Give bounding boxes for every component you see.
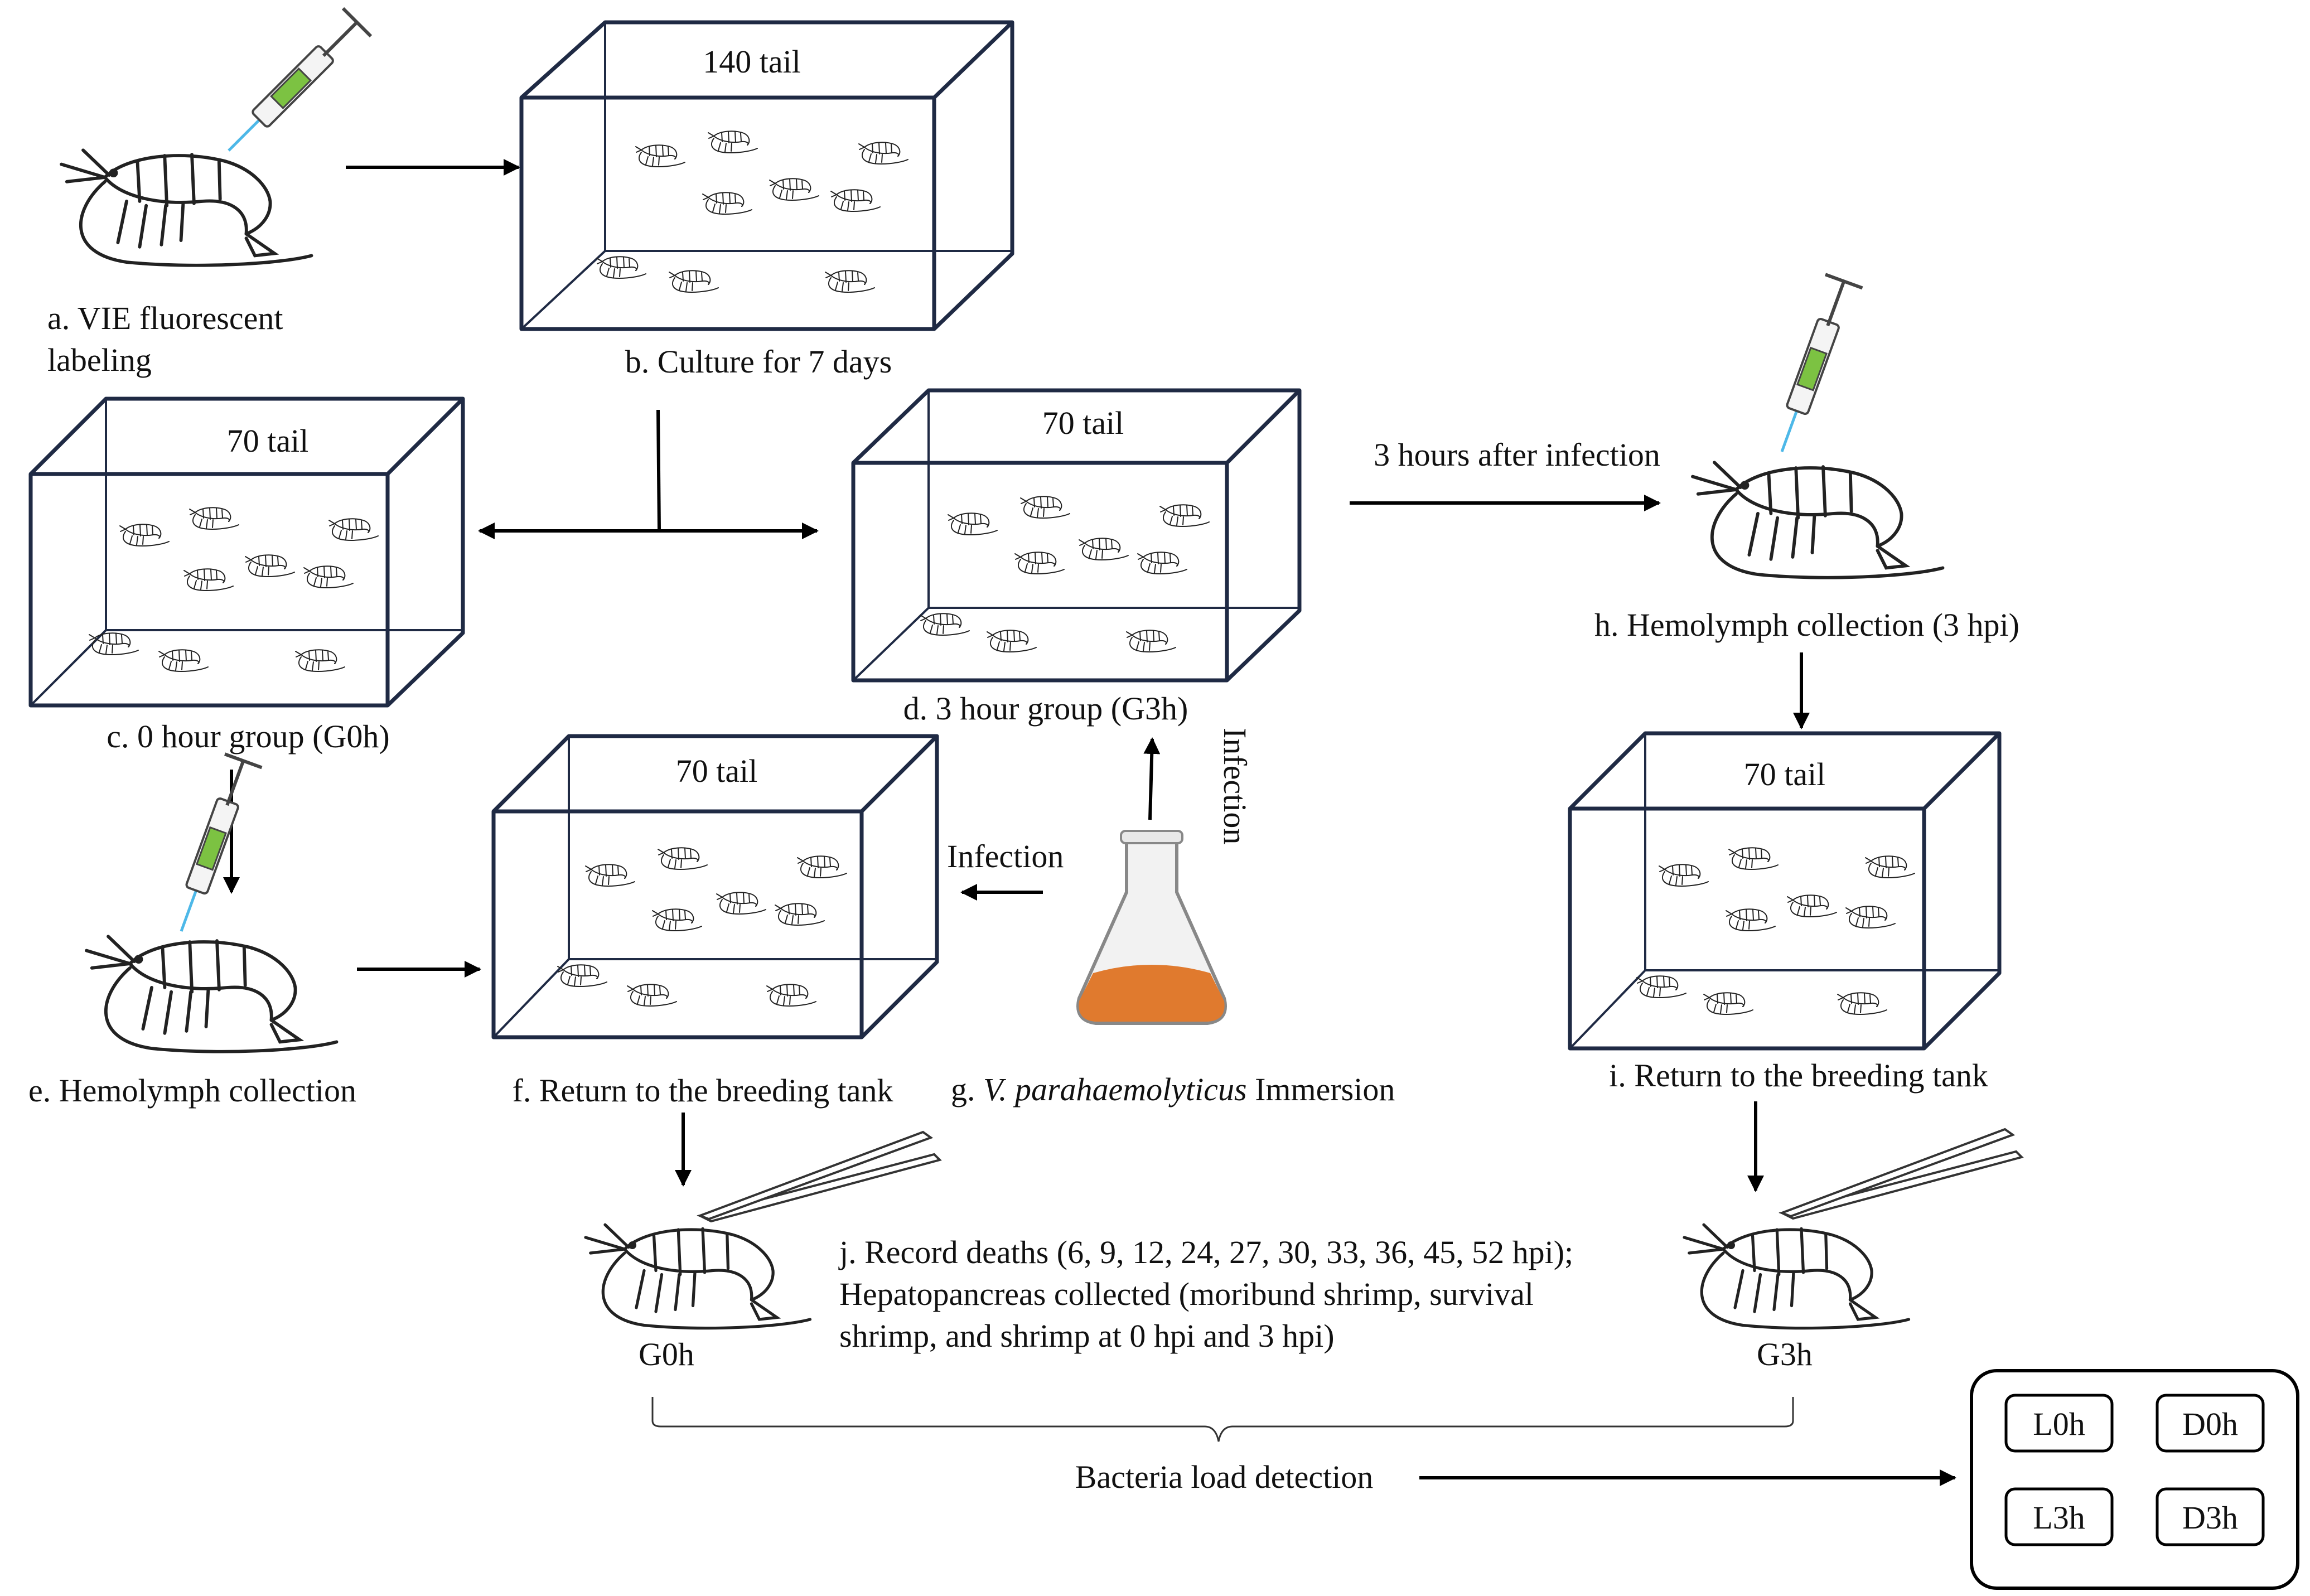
group-d3h: [2156, 1487, 2265, 1546]
label-infection-horizontal: Infection: [947, 838, 1064, 874]
label-g0h: G0h: [639, 1336, 694, 1372]
tank-f-count: 70 tail: [676, 753, 758, 789]
tank-f-shrimp: [557, 847, 847, 1007]
label-a-line2: labeling: [47, 342, 152, 378]
tank-i-shrimp: [1636, 847, 1915, 1015]
label-infection-vertical: Infection: [1217, 728, 1253, 844]
group-d0h: [2156, 1394, 2265, 1453]
group-d0h-label: D0h: [2182, 1406, 2238, 1442]
shrimp-g3h: [1684, 1225, 1909, 1328]
tank-f: [491, 734, 939, 1039]
syringe-icon: [1722, 263, 1911, 452]
tank-i: [1568, 731, 2002, 1051]
tank-i-count: 70 tail: [1744, 756, 1826, 792]
label-j-line2: Hepatopancreas collected (moribund shrim…: [839, 1276, 1534, 1312]
shrimp-h: [1693, 462, 1943, 577]
label-i: i. Return to the breeding tank: [1609, 1057, 1988, 1094]
tank-c-shrimp: [89, 507, 379, 672]
label-f: f. Return to the breeding tank: [513, 1072, 893, 1109]
arrow-g-to-d: [1143, 737, 1161, 820]
tweezers-icon: [699, 1131, 941, 1222]
label-a-line1: a. VIE fluorescent: [47, 300, 283, 336]
group-l0h-label: L0h: [2033, 1406, 2085, 1442]
syringe-icon: [121, 742, 310, 931]
label-c: c. 0 hour group (G0h): [107, 718, 389, 755]
label-three-hours: 3 hours after infection: [1374, 437, 1660, 473]
tank-c: [28, 396, 465, 708]
tank-b-shrimp: [596, 130, 908, 293]
label-j-line1: j. Record deaths (6, 9, 12, 24, 27, 30, …: [838, 1234, 1573, 1270]
label-bacteria: Bacteria load detection: [1075, 1459, 1374, 1495]
syringe-icon: [229, 8, 371, 151]
group-d3h-label: D3h: [2182, 1500, 2238, 1536]
label-d: d. 3 hour group (G3h): [903, 690, 1188, 727]
tank-d: [851, 388, 1302, 683]
group-l3h-label: L3h: [2033, 1500, 2085, 1536]
tweezers-icon: [1781, 1128, 2023, 1220]
label-e: e. Hemolymph collection: [28, 1072, 356, 1109]
label-h: h. Hemolymph collection (3 hpi): [1594, 607, 2019, 643]
arrow-b-down: [656, 409, 661, 530]
label-g: g. V. parahaemolyticus Immersion: [951, 1071, 1395, 1107]
label-g3h: G3h: [1757, 1336, 1813, 1372]
label-j-line3: shrimp, and shrimp at 0 hpi and 3 hpi): [839, 1318, 1335, 1354]
tank-c-count: 70 tail: [227, 423, 309, 459]
flask-icon: [1076, 830, 1227, 1025]
groups-box: [1970, 1369, 2299, 1590]
tank-b-count: 140 tail: [703, 43, 801, 80]
tank-d-count: 70 tail: [1042, 405, 1124, 441]
shrimp-a: [61, 150, 312, 265]
brace-bracket: [651, 1397, 1794, 1442]
shrimp-g0h: [586, 1225, 810, 1328]
tank-b: [519, 20, 1014, 331]
group-l0h: [2004, 1394, 2114, 1453]
tank-d-shrimp: [920, 496, 1210, 652]
label-b: b. Culture for 7 days: [625, 344, 892, 380]
group-l3h: [2004, 1487, 2114, 1546]
shrimp-e: [86, 936, 337, 1051]
